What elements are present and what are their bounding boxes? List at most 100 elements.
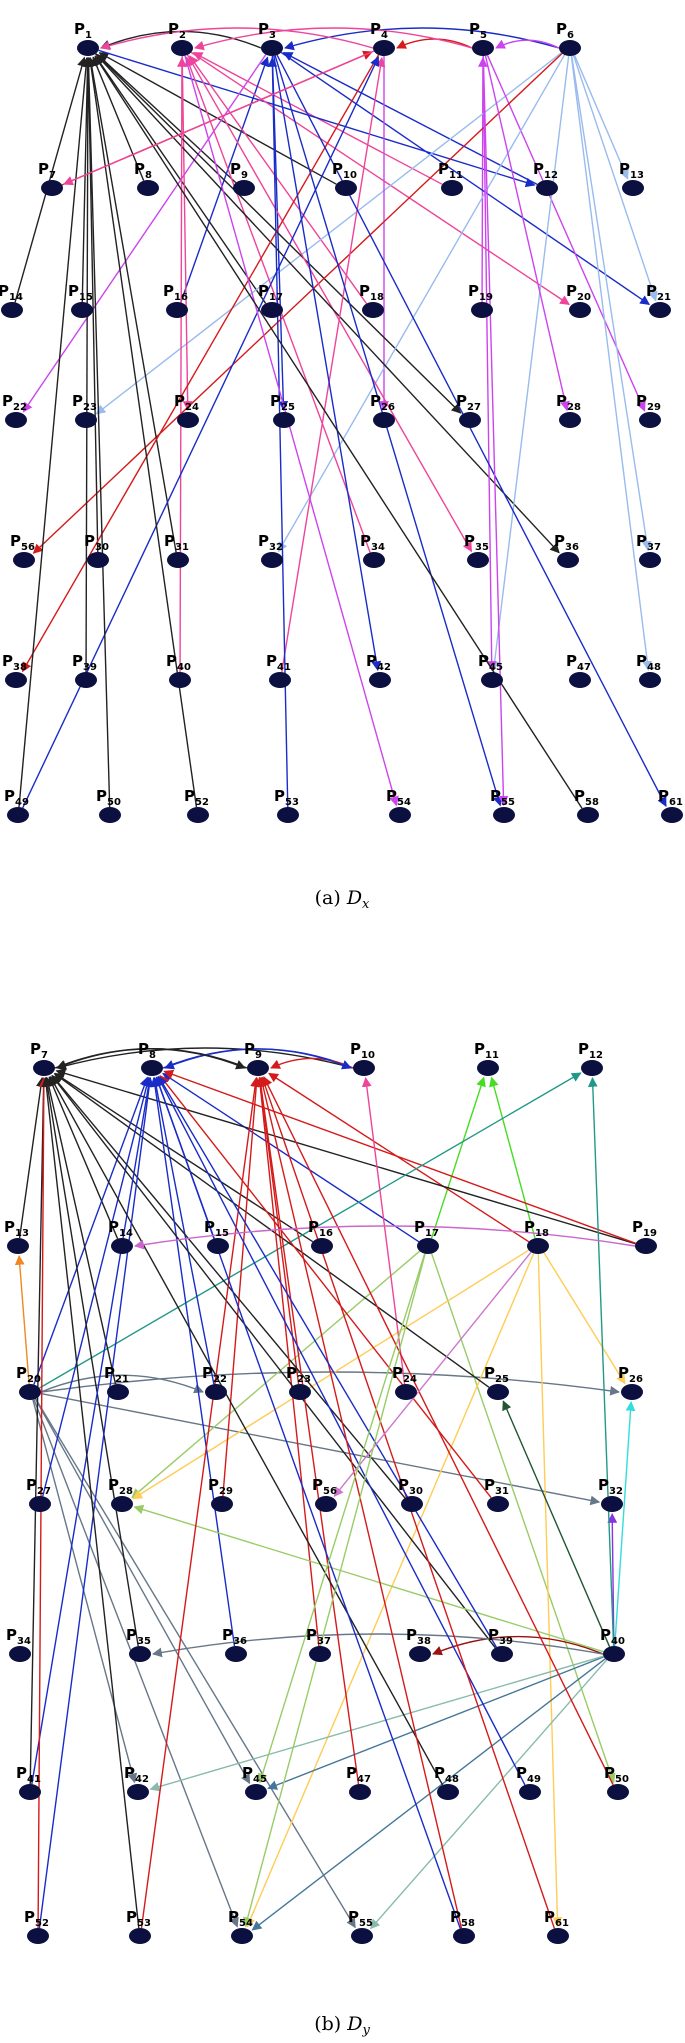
node-label: P9 [230, 160, 248, 181]
node-label: P50 [604, 1764, 629, 1785]
dy-node-p58: P58 [450, 1908, 475, 1944]
dy-node-p45: P45 [242, 1764, 267, 1800]
node-ellipse [557, 552, 579, 568]
dy-node-p8: P8 [138, 1040, 163, 1076]
dx-edge-57 [484, 55, 570, 412]
dx-edges [14, 27, 667, 809]
node-ellipse [177, 412, 199, 428]
dx-edge-56 [63, 50, 375, 186]
node-label: P21 [104, 1364, 129, 1385]
dy-edge-56 [256, 1076, 360, 1785]
node-label: P9 [244, 1040, 262, 1061]
dx-edge-15 [81, 57, 93, 303]
dy-edge-40 [150, 1076, 236, 1647]
dx-node-p47: P47 [566, 652, 591, 688]
node-label: P42 [366, 652, 391, 673]
node-ellipse [247, 1060, 269, 1076]
dy-edge-20 [40, 1392, 601, 1506]
node-ellipse [225, 1646, 247, 1662]
dy-node-p12: P12 [578, 1040, 603, 1076]
dx-edge-25 [181, 55, 193, 411]
node-label: P26 [370, 392, 395, 413]
dy-node-p14: P14 [108, 1218, 133, 1254]
dx-node-p17: P17 [258, 282, 283, 318]
dy-edge-69 [257, 1253, 426, 1784]
node-label: P28 [556, 392, 581, 413]
node-label: P4 [370, 20, 388, 41]
node-label: P47 [566, 652, 591, 673]
dx-node-p49: P49 [4, 787, 29, 823]
dy-node-p23: P23 [286, 1364, 311, 1400]
node-ellipse [569, 302, 591, 318]
node-label: P54 [228, 1908, 253, 1929]
dx-node-p9: P9 [230, 160, 255, 196]
node-label: P1 [74, 20, 92, 41]
dy-node-p55: P55 [348, 1908, 373, 1944]
node-label: P8 [134, 160, 152, 181]
dx-edge-6 [14, 56, 87, 303]
dx-node-p27: P27 [456, 392, 481, 428]
node-ellipse [491, 1646, 513, 1662]
node-label: P19 [632, 1218, 657, 1239]
dx-node-p53: P53 [274, 787, 299, 823]
dy-edge-57 [49, 1075, 444, 1786]
node-ellipse [7, 807, 29, 823]
node-ellipse [467, 552, 489, 568]
dy-node-p11: P11 [474, 1040, 499, 1076]
dy-edge-7 [54, 1072, 314, 1243]
node-label: P12 [533, 160, 558, 181]
dx-node-p50: P50 [96, 787, 121, 823]
dx-node-p61: P61 [658, 787, 683, 823]
node-ellipse [33, 1060, 55, 1076]
dx-node-p37: P37 [636, 532, 661, 568]
dx-edge-14 [573, 55, 629, 180]
node-ellipse [401, 1496, 423, 1512]
dy-edge-41 [255, 1076, 320, 1647]
node-label: P22 [202, 1364, 227, 1385]
dy-node-p21: P21 [104, 1364, 129, 1400]
dy-edge-10 [489, 1076, 536, 1239]
node-ellipse [5, 412, 27, 428]
dy-edge-39 [42, 1076, 139, 1647]
dx-node-p4: P4 [370, 20, 395, 56]
dy-edge-25 [430, 1253, 616, 1784]
dy-edge-52 [149, 1655, 604, 1792]
dy-node-p53: P53 [126, 1908, 151, 1944]
dy-edge-42 [51, 1075, 496, 1649]
dx-node-p55: P55 [490, 787, 515, 823]
dx-edge-45 [570, 55, 653, 672]
node-label: P14 [108, 1218, 133, 1239]
dy-edge-14 [39, 1072, 582, 1389]
dx-node-p42: P42 [366, 652, 391, 688]
dy-node-p61: P61 [544, 1908, 569, 1944]
dx-edge-29 [486, 55, 646, 412]
node-ellipse [639, 552, 661, 568]
dx-node-p22: P22 [2, 392, 27, 428]
dy-edge-18 [33, 1399, 239, 1928]
node-ellipse [441, 180, 463, 196]
node-label: P29 [636, 392, 661, 413]
node-ellipse [547, 1928, 569, 1944]
dx-node-p21: P21 [646, 282, 671, 318]
node-label: P49 [516, 1764, 541, 1785]
dy-edge-17 [34, 1398, 251, 1785]
node-ellipse [127, 1784, 149, 1800]
dy-edge-51 [502, 1400, 611, 1647]
node-ellipse [137, 180, 159, 196]
node-ellipse [315, 1496, 337, 1512]
dx-node-p32: P32 [258, 532, 283, 568]
node-ellipse [362, 302, 384, 318]
node-label: P49 [4, 787, 29, 808]
dy-node-p9: P9 [244, 1040, 269, 1076]
node-label: P5 [469, 20, 487, 41]
dx-edge-8 [91, 56, 145, 181]
dy-node-p7: P7 [30, 1040, 55, 1076]
dx-edge-20 [190, 51, 570, 306]
node-label: P53 [126, 1908, 151, 1929]
dy-edge-21 [35, 1398, 356, 1929]
node-ellipse [13, 552, 35, 568]
node-ellipse [635, 1238, 657, 1254]
node-label: P39 [72, 652, 97, 673]
node-ellipse [363, 552, 385, 568]
node-ellipse [369, 672, 391, 688]
